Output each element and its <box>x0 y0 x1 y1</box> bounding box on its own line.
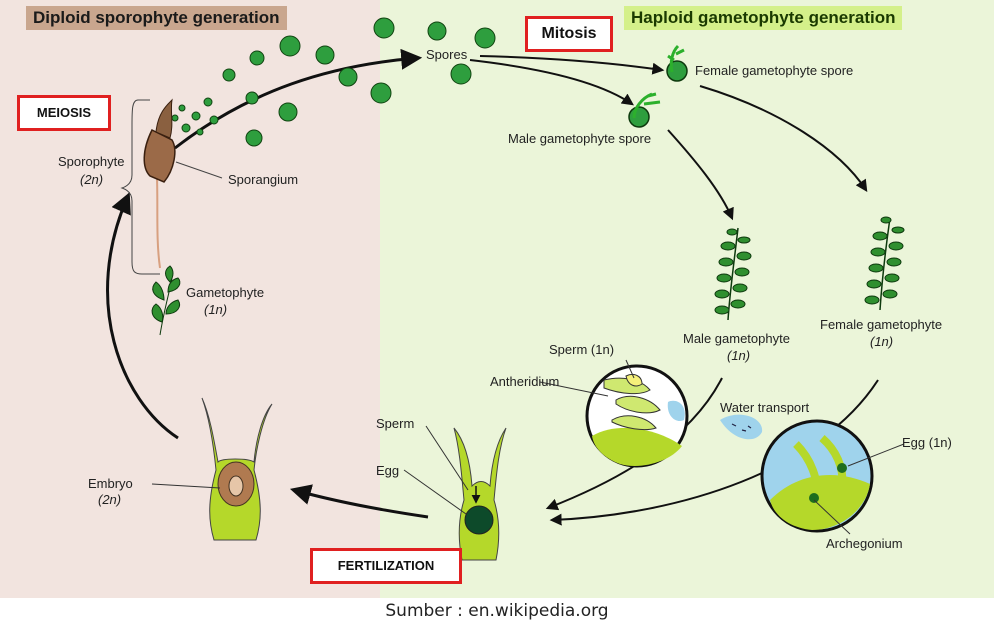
sporophyte-ploidy: (2n) <box>80 172 103 187</box>
spore-dot-icon <box>203 97 213 107</box>
spore-cloud <box>171 17 496 147</box>
egg-1n-label: Egg (1n) <box>902 435 952 450</box>
water-droplet-icon <box>720 414 763 440</box>
cycle-arrow-icon <box>479 55 665 75</box>
spore-dot-icon <box>249 50 265 66</box>
cycle-arrow-icon <box>667 129 734 221</box>
cycle-arrow-icon <box>469 59 634 106</box>
embryo-icon <box>201 397 273 541</box>
male-spore <box>628 92 661 128</box>
gametophyte-ploidy: (1n) <box>204 302 227 317</box>
female-spore <box>666 44 688 82</box>
cycle-arrow-icon <box>549 379 879 526</box>
spores-label: Spores <box>426 47 468 62</box>
gametophyte-label: Gametophyte <box>186 285 264 300</box>
sporophyte-stalk <box>156 177 161 269</box>
embryo-ploidy: (2n) <box>98 492 121 507</box>
protonema-sprout <box>667 44 685 73</box>
spore-dot-icon <box>196 128 204 136</box>
archegonium-label: Archegonium <box>826 536 903 551</box>
cycle-arrow-icon <box>106 192 179 440</box>
leader-lines <box>151 359 905 535</box>
haploid-generation-title: Haploid gametophyte generation <box>624 6 903 30</box>
spore-dot-icon <box>181 123 191 133</box>
male-gametophyte-label: Male gametophyte <box>683 331 790 346</box>
male-gametophyte-ploidy: (1n) <box>727 348 750 363</box>
source-caption: Sumber : en.wikipedia.org <box>385 601 609 621</box>
meiosis-stage-label: MEIOSIS <box>17 95 111 131</box>
spore-dot-icon <box>209 115 219 125</box>
moss-plant-icon <box>151 265 181 336</box>
antheridium-icon <box>585 364 689 468</box>
spore-dot-icon <box>245 91 259 105</box>
spore-dot-icon <box>370 82 392 104</box>
protonema-sprout <box>632 92 661 119</box>
spore-dot-icon <box>450 63 472 85</box>
spore-dot-icon <box>628 106 650 128</box>
cycle-arrow-icon <box>174 48 423 150</box>
spore-dot-icon <box>191 111 201 121</box>
mitosis-stage-label: Mitosis <box>525 16 613 52</box>
sporophyte <box>143 98 223 269</box>
sporangium-capsule-icon <box>143 128 176 183</box>
embryo-label: Embryo <box>88 476 133 491</box>
spore-dot-icon <box>279 35 301 57</box>
female-gametophyte-plant <box>864 216 905 311</box>
archegonium-icon <box>760 419 874 533</box>
male-spore-label: Male gametophyte spore <box>508 131 651 146</box>
spore-dot-icon <box>427 21 447 41</box>
fertilization-structure <box>453 427 507 561</box>
egg-cell <box>464 505 494 535</box>
cycle-arrows <box>106 48 879 526</box>
female-spore-label: Female gametophyte spore <box>695 63 853 78</box>
spore-dot-icon <box>373 17 395 39</box>
diploid-generation-title: Diploid sporophyte generation <box>26 6 287 30</box>
spore-dot-icon <box>178 104 186 112</box>
cycle-arrow-icon <box>289 484 429 519</box>
sporangium-label: Sporangium <box>228 172 298 187</box>
female-gametophyte-label: Female gametophyte <box>820 317 942 332</box>
egg-cell <box>809 493 819 503</box>
fertilization-stage-label: FERTILIZATION <box>310 548 462 584</box>
antheridium-label: Antheridium <box>490 374 559 389</box>
sporangium-leader <box>175 161 223 179</box>
sperm-label: Sperm <box>376 416 414 431</box>
spore-dot-icon <box>278 102 298 122</box>
diagram-canvas: Spores Female gametophyte spore Male gam… <box>58 17 952 561</box>
sperm-1n-label: Sperm (1n) <box>549 342 614 357</box>
spore-dot-icon <box>245 129 263 147</box>
sporangium-lid <box>155 98 173 139</box>
sporophyte-label: Sporophyte <box>58 154 125 169</box>
spore-dot-icon <box>222 68 236 82</box>
spore-dot-icon <box>474 27 496 49</box>
spore-dot-icon <box>315 45 335 65</box>
cycle-arrow-icon <box>699 85 868 193</box>
male-gametophyte-plant <box>714 227 752 321</box>
female-gametophyte-ploidy: (1n) <box>870 334 893 349</box>
spore-dot-icon <box>171 114 179 122</box>
sporophyte-bracket <box>120 99 160 275</box>
egg-label: Egg <box>376 463 399 478</box>
egg-cell <box>837 463 847 473</box>
water-transport-label: Water transport <box>720 400 809 415</box>
spore-dot-icon <box>338 67 358 87</box>
